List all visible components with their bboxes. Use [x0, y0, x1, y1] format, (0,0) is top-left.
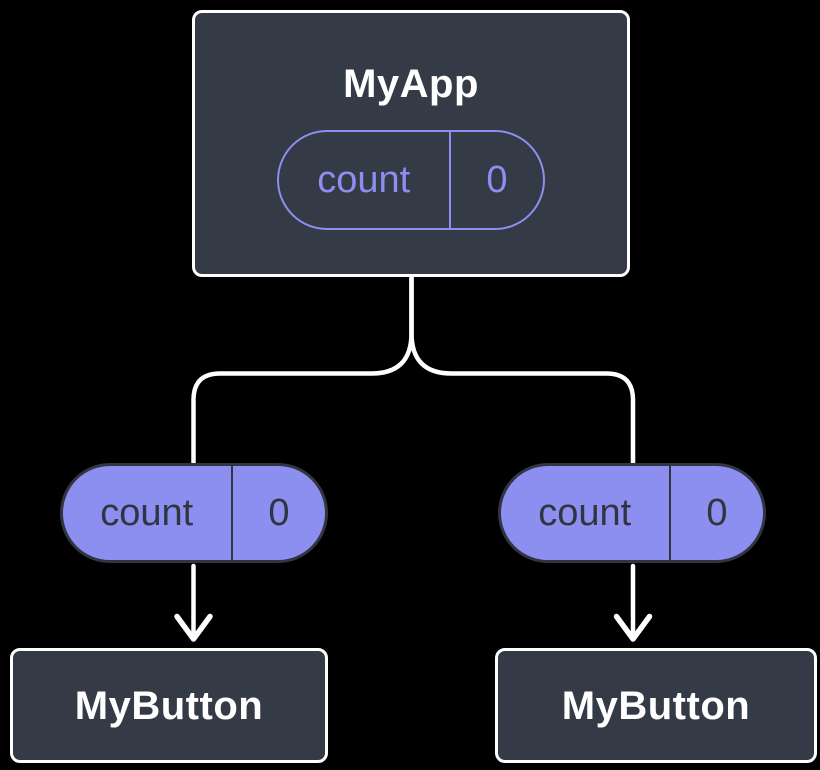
- state-name: count: [317, 158, 411, 201]
- component-node-mybutton: MyButton: [10, 648, 328, 763]
- component-node-myapp: MyApp count 0: [192, 10, 630, 277]
- pill-divider: [448, 131, 451, 228]
- parent-to-children-connector: [191, 271, 636, 466]
- prop-name: count: [100, 492, 194, 534]
- pill-divider: [230, 466, 233, 560]
- component-label: MyButton: [561, 683, 751, 728]
- prop-value: 0: [706, 492, 728, 534]
- component-label: MyApp: [343, 61, 479, 106]
- prop-pill: count 0: [60, 463, 328, 563]
- prop-value: 0: [268, 492, 290, 534]
- arrow-down-icon: [174, 563, 213, 642]
- component-node-mybutton: MyButton: [495, 648, 817, 763]
- prop-pill: count 0: [498, 463, 766, 563]
- pill-divider: [668, 466, 671, 560]
- state-value: 0: [486, 158, 508, 201]
- component-label: MyButton: [74, 683, 264, 728]
- arrow-down-icon: [613, 563, 653, 642]
- prop-name: count: [538, 492, 632, 534]
- state-pill: count 0: [277, 129, 545, 230]
